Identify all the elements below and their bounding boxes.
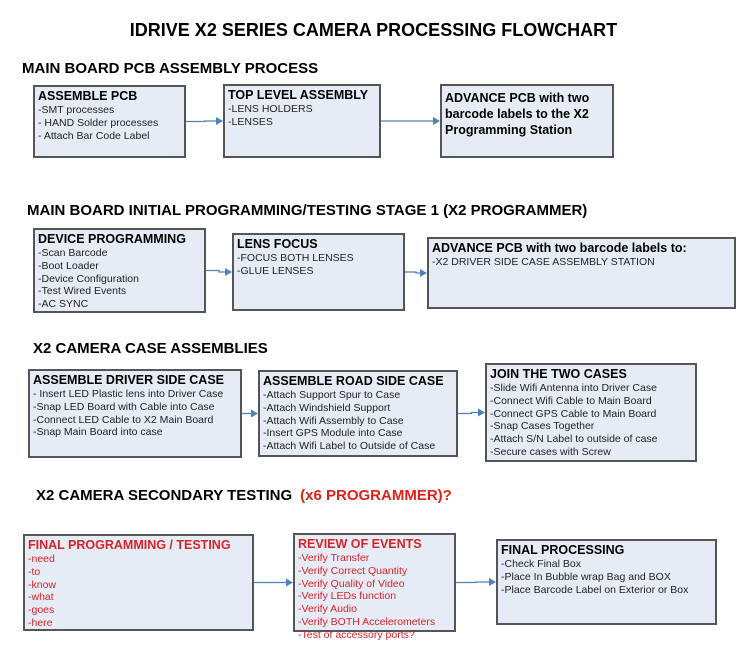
box-title: LENS FOCUS bbox=[237, 237, 318, 251]
box-step: -AC SYNC bbox=[38, 298, 89, 311]
box-step: -Verify LEDs function bbox=[298, 590, 397, 603]
connector-arrow bbox=[405, 271, 422, 274]
box-step: -Attach Support Spur to Case bbox=[263, 389, 401, 401]
box-step: -Verify BOTH Accelerometers bbox=[298, 615, 436, 628]
box-title: JOIN THE TWO CASES bbox=[490, 367, 627, 381]
arrowhead bbox=[433, 117, 440, 125]
connector-arrow bbox=[206, 269, 227, 273]
box-step: -Snap Cases Together bbox=[490, 420, 595, 433]
box-step: -Attach Wifi Assembly to Case bbox=[263, 414, 404, 427]
arrowhead bbox=[251, 409, 258, 418]
box-step: -Verify Correct Quantity bbox=[298, 564, 408, 577]
box-title: TOP LEVEL ASSEMBLY bbox=[228, 88, 369, 102]
box-step: -here bbox=[28, 616, 53, 629]
box-step: -Place In Bubble wrap Bag and BOX bbox=[501, 570, 671, 583]
box-step: -Verify Audio bbox=[298, 603, 357, 616]
box-title: ASSEMBLE PCB bbox=[38, 89, 138, 103]
box-step: -Insert GPS Module into Case bbox=[263, 427, 403, 440]
process-box: LENS FOCUS-FOCUS BOTH LENSES-GLUE LENSES bbox=[232, 233, 405, 311]
box-step: -Attach S/N Label to outside of case bbox=[490, 433, 658, 446]
connector-arrow bbox=[186, 120, 218, 123]
box-step: -Test Wired Events bbox=[38, 285, 127, 298]
section-heading: MAIN BOARD PCB ASSEMBLY PROCESS bbox=[22, 60, 318, 77]
process-box: FINAL PROCESSING -Check Final Box-Place … bbox=[496, 539, 717, 625]
box-step: -X2 DRIVER SIDE CASE ASSEMBLY STATION bbox=[432, 256, 655, 268]
process-box: JOIN THE TWO CASES-Slide Wifi Antenna in… bbox=[485, 363, 697, 462]
section-heading-text: X2 CAMERA CASE ASSEMBLIES bbox=[33, 340, 268, 357]
process-box: ADVANCE PCB with two barcode labels to:-… bbox=[427, 237, 736, 309]
process-box: ASSEMBLE DRIVER SIDE CASE - Insert LED P… bbox=[28, 369, 242, 458]
box-step: -Place Barcode Label on Exterior or Box bbox=[501, 583, 689, 596]
section-heading-note: (x6 PROGRAMMER)? bbox=[300, 487, 452, 504]
box-step: -Connect LED Cable to X2 Main Board bbox=[33, 413, 214, 426]
box-step: -Secure cases with Screw bbox=[490, 445, 611, 458]
box-title: REVIEW OF EVENTS bbox=[298, 537, 422, 551]
section-heading: X2 CAMERA SECONDARY TESTING (x6 PROGRAMME… bbox=[36, 487, 452, 504]
box-step: -Connect Wifi Cable to Main Board bbox=[490, 394, 652, 407]
box-step: -Scan Barcode bbox=[38, 247, 108, 259]
box-step: -Device Configuration bbox=[38, 272, 139, 285]
arrowhead bbox=[225, 268, 232, 276]
box-step: - Insert LED Plastic lens into Driver Ca… bbox=[33, 388, 224, 400]
box-step: -LENS HOLDERS bbox=[228, 103, 313, 115]
box-step: - HAND Solder processes bbox=[38, 116, 159, 129]
box-step: -SMT processes bbox=[38, 104, 115, 116]
page-title: IDRIVE X2 SERIES CAMERA PROCESSING FLOWC… bbox=[129, 20, 618, 40]
box-step: -Test of accessory ports? bbox=[298, 628, 415, 641]
process-box: REVIEW OF EVENTS-Verify Transfer-Verify … bbox=[293, 533, 456, 641]
connector-arrow bbox=[456, 581, 491, 584]
box-step: -GLUE LENSES bbox=[237, 264, 314, 277]
process-box: ASSEMBLE PCB -SMT processes - HAND Solde… bbox=[33, 85, 186, 158]
arrowhead bbox=[286, 578, 293, 587]
box-step: -Connect GPS Cable to Main Board bbox=[490, 407, 657, 420]
arrowhead bbox=[420, 269, 427, 277]
box-step: -Check Final Box bbox=[501, 558, 581, 570]
box-step: -LENSES bbox=[228, 115, 273, 128]
box-title: ASSEMBLE DRIVER SIDE CASE bbox=[33, 373, 225, 387]
box-step: -Snap LED Board with Cable into Case bbox=[33, 400, 215, 413]
box-title: ASSEMBLE ROAD SIDE CASE bbox=[263, 374, 444, 388]
box-step: -Boot Loader bbox=[38, 259, 99, 272]
box-step: -Attach Windshield Support bbox=[263, 401, 391, 414]
box-title: FINAL PROCESSING bbox=[501, 543, 625, 557]
box-step: -know bbox=[28, 578, 57, 591]
section-heading-text: X2 CAMERA SECONDARY TESTING bbox=[36, 487, 293, 504]
box-step: -what bbox=[28, 591, 54, 604]
box-step: -Slide Wifi Antenna into Driver Case bbox=[490, 382, 657, 394]
process-box: ASSEMBLE ROAD SIDE CASE-Attach Support S… bbox=[258, 370, 458, 457]
box-step: -goes bbox=[28, 604, 55, 617]
box-title: DEVICE PROGRAMMING bbox=[38, 232, 186, 246]
process-box: DEVICE PROGRAMMING-Scan Barcode-Boot Loa… bbox=[33, 228, 206, 313]
box-title: FINAL PROGRAMMING / TESTING bbox=[28, 538, 231, 552]
box-step: -to bbox=[28, 565, 41, 578]
arrowhead bbox=[478, 408, 485, 417]
connector-arrow bbox=[458, 411, 480, 415]
box-step: - Attach Bar Code Label bbox=[38, 129, 150, 142]
box-step: -need bbox=[28, 553, 55, 565]
arrowhead bbox=[489, 578, 496, 586]
process-box: ADVANCE PCB with two barcode labels to t… bbox=[440, 84, 614, 158]
process-box: FINAL PROGRAMMING / TESTING-need-to-know… bbox=[23, 534, 254, 631]
box-step: -FOCUS BOTH LENSES bbox=[237, 252, 354, 264]
section-heading: X2 CAMERA CASE ASSEMBLIES bbox=[33, 340, 268, 357]
arrowhead bbox=[216, 117, 223, 125]
box-step: -Verify Transfer bbox=[298, 552, 370, 564]
box-step: -Attach Wifi Label to Outside of Case bbox=[263, 440, 436, 453]
process-box: TOP LEVEL ASSEMBLY-LENS HOLDERS-LENSES bbox=[223, 84, 381, 158]
section-heading: MAIN BOARD INITIAL PROGRAMMING/TESTING S… bbox=[27, 202, 587, 219]
section-heading-text: MAIN BOARD PCB ASSEMBLY PROCESS bbox=[22, 60, 319, 77]
box-title: ADVANCE PCB with two barcode labels to t… bbox=[445, 91, 590, 137]
box-step: -Verify Quality of Video bbox=[298, 577, 405, 590]
box-step: -Snap Main Board into case bbox=[33, 426, 163, 439]
section-heading-text: MAIN BOARD INITIAL PROGRAMMING/TESTING S… bbox=[27, 202, 588, 219]
box-title: ADVANCE PCB with two barcode labels to: bbox=[432, 241, 687, 255]
